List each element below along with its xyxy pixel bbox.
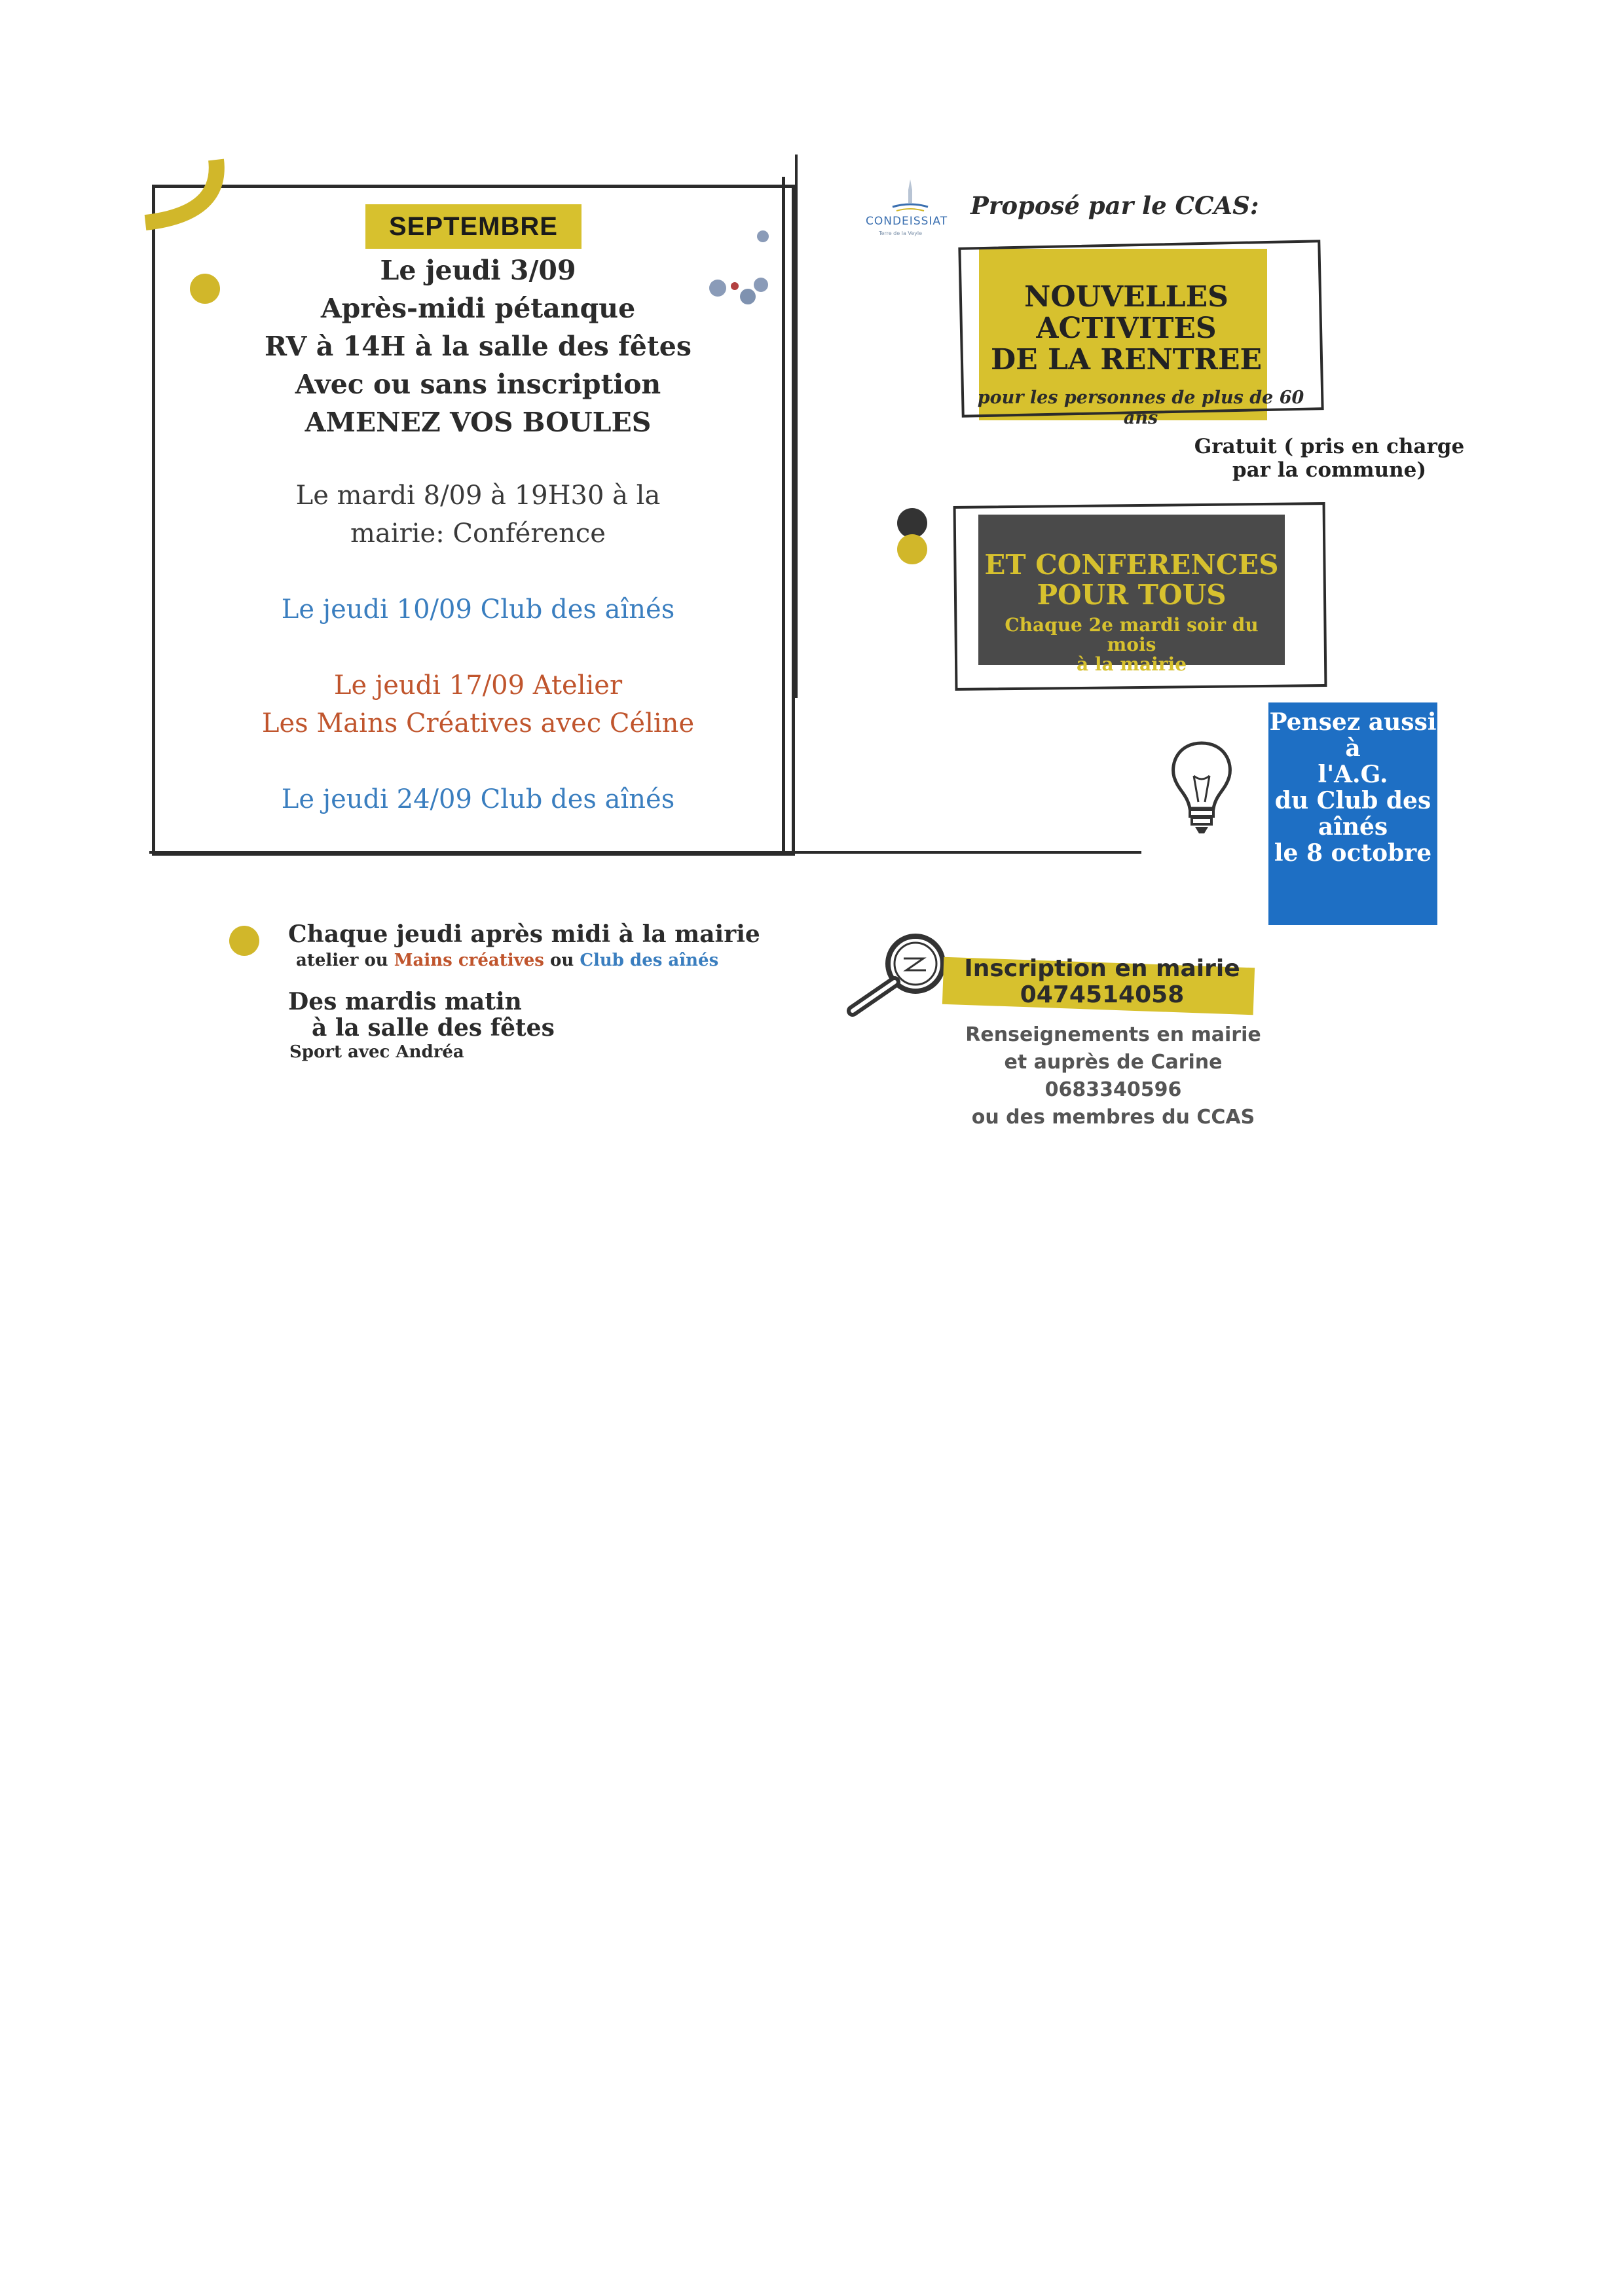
event-line: Le jeudi 3/09	[380, 255, 576, 286]
event-line: Les Mains Créatives avec Céline	[261, 708, 695, 738]
sub-text: atelier ou	[296, 951, 394, 970]
pensez-line: à	[1345, 735, 1361, 762]
weekly-jeudi-subtitle: atelier ou Mains créatives ou Club des a…	[296, 951, 718, 970]
month-label: SEPTEMBRE	[365, 204, 581, 249]
info-line: Renseignements en mairie	[965, 1023, 1261, 1046]
title-line: ACTIVITES	[1036, 312, 1217, 345]
lightbulb-icon	[1172, 741, 1232, 833]
gratuit-note: Gratuit ( pris en charge par la commune)	[1179, 435, 1480, 482]
pensez-line: Pensez aussi	[1269, 708, 1437, 736]
nouvelles-subtitle: pour les personnes de plus de 60 ans	[977, 388, 1304, 428]
event-line: Avec ou sans inscription	[295, 369, 661, 400]
gratuit-line: par la commune)	[1232, 458, 1427, 482]
renseignements: Renseignements en mairie et auprès de Ca…	[943, 1021, 1283, 1131]
mardi-line: Des mardis matin	[288, 988, 522, 1015]
sub-text: ou	[544, 951, 580, 970]
title-line: POUR TOUS	[1037, 579, 1227, 611]
pensez-line: l'A.G.	[1318, 761, 1388, 788]
event-line: RV à 14H à la salle des fêtes	[265, 331, 692, 362]
nouvelles-highlight	[979, 249, 1267, 420]
event-line: Le jeudi 17/09 Atelier	[333, 670, 623, 701]
event-club-2409: Le jeudi 24/09 Club des aînés	[281, 784, 675, 814]
sub-club: Club des aînés	[580, 951, 719, 970]
yellow-dot	[897, 534, 927, 564]
logo-text: CONDEISSIAT	[866, 215, 948, 228]
inscription-block: Inscription en mairie 0474514058	[948, 956, 1256, 1008]
yellow-arc-decoration	[144, 158, 225, 230]
event-club-1009: Le jeudi 10/09 Club des aînés	[281, 594, 675, 625]
conferences-highlight	[978, 515, 1285, 665]
inscription-phone: 0474514058	[1020, 981, 1185, 1008]
weekly-mardi-title: Des mardis matin à la salle des fêtes	[288, 989, 555, 1041]
event-line: AMENEZ VOS BOULES	[304, 407, 652, 438]
pensez-line: le 8 octobre	[1274, 839, 1432, 867]
subtitle-line: Chaque 2e mardi soir du mois	[1005, 614, 1259, 655]
box-line-right	[782, 177, 785, 854]
proposed-by-title: Proposé par le CCAS:	[970, 191, 1259, 220]
subtitle-line: à la mairie	[1076, 653, 1187, 675]
logo-church-icon	[892, 179, 929, 211]
nouvelles-title: NOUVELLES ACTIVITES DE LA RENTREE	[956, 282, 1297, 376]
info-line: et auprès de Carine 0683340596	[1004, 1051, 1223, 1101]
pensez-line: aînés	[1318, 813, 1388, 841]
inscription-title: Inscription en mairie	[964, 955, 1240, 982]
title-line: ET CONFERENCES	[984, 549, 1279, 581]
mardi-line: à la salle des fêtes	[312, 1014, 555, 1042]
title-line: NOUVELLES	[1024, 280, 1228, 314]
sub-mains: Mains créatives	[394, 951, 544, 970]
yellow-dot	[229, 926, 259, 956]
weekly-jeudi-title: Chaque jeudi après midi à la mairie	[288, 920, 760, 948]
pensez-aussi-box: Pensez aussi à l'A.G. du Club des aînés …	[1268, 702, 1437, 925]
yellow-dot	[190, 274, 220, 304]
petanque-balls-icon	[709, 230, 769, 304]
september-box	[152, 185, 795, 856]
info-line: ou des membres du CCAS	[971, 1106, 1255, 1129]
gratuit-line: Gratuit ( pris en charge	[1194, 435, 1465, 458]
event-line: Après-midi pétanque	[320, 293, 636, 324]
pensez-line: du Club des	[1274, 787, 1431, 814]
event-conference: Le mardi 8/09 à 19H30 à la mairie: Confé…	[236, 477, 720, 553]
event-atelier: Le jeudi 17/09 Atelier Les Mains Créativ…	[236, 666, 720, 742]
title-line: DE LA RENTREE	[990, 343, 1263, 376]
weekly-mardi-sport: Sport avec Andréa	[289, 1042, 464, 1062]
conferences-title: ET CONFERENCES POUR TOUS	[978, 550, 1285, 610]
logo-subtext: Terre de la Veyle	[879, 230, 923, 236]
divider-line-horizontal	[149, 851, 1141, 854]
event-petanque: Le jeudi 3/09 Après-midi pétanque RV à 1…	[236, 251, 720, 441]
divider-line-vertical	[795, 155, 798, 698]
magnifier-icon	[847, 934, 946, 1017]
event-line: mairie: Conférence	[350, 519, 606, 549]
conferences-subtitle: Chaque 2e mardi soir du mois à la mairie	[978, 615, 1285, 674]
dark-dot	[897, 508, 927, 538]
event-line: Le mardi 8/09 à 19H30 à la	[295, 481, 661, 511]
